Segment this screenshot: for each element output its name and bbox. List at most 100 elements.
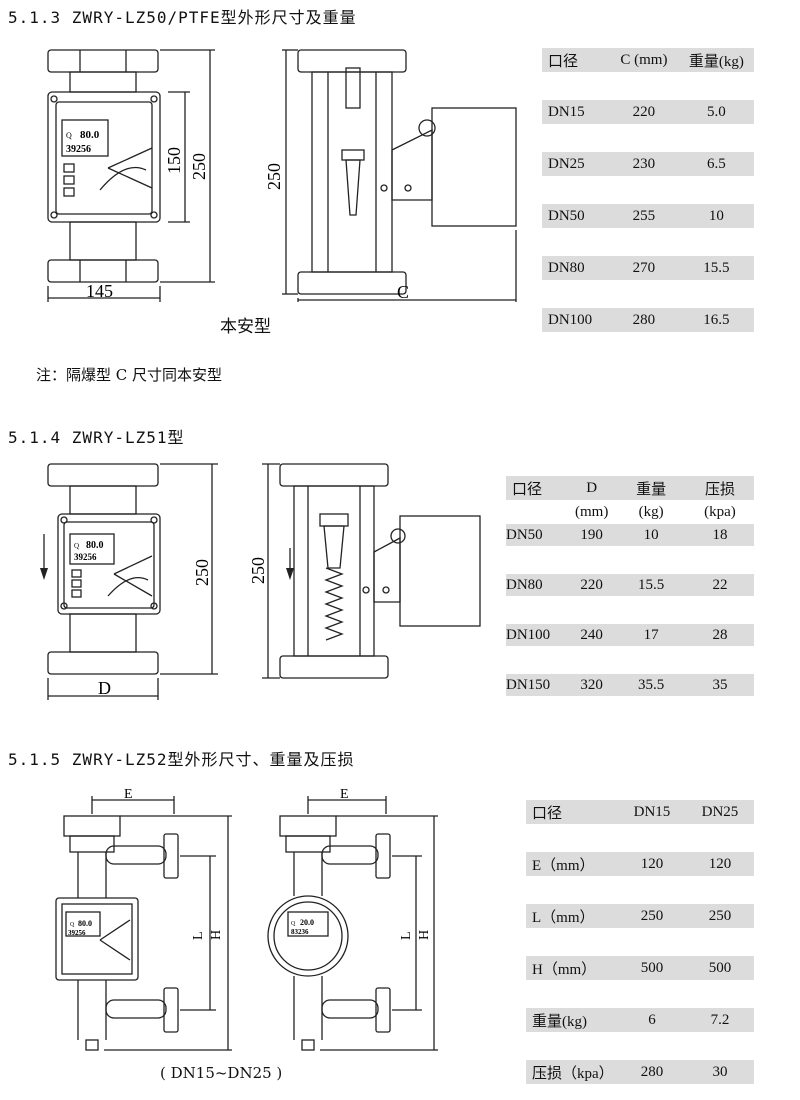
table-cell: 270 — [609, 256, 679, 280]
dim-side-height-label-2: 250 — [248, 557, 268, 584]
table-cell: 30 — [685, 1060, 754, 1084]
dim-c-label: C — [397, 282, 409, 302]
table-row: DN50 190 10 18 — [506, 524, 754, 546]
header-cell: 压损 — [685, 476, 754, 500]
table-cell: 35 — [685, 674, 754, 696]
lcd-bottom-value-4: 83236 — [291, 928, 309, 936]
section-heading-5-1-3: 5.1.3 ZWRY-LZ50/PTFE型外形尺寸及重量 — [8, 8, 357, 27]
table-cell: 压损（kpa） — [526, 1060, 618, 1084]
table-cell: 6 — [617, 1008, 686, 1032]
table-cell: 18 — [685, 524, 754, 546]
table-cell: 120 — [685, 852, 754, 876]
header-cell: 口径 — [542, 48, 609, 72]
table-cell: DN25 — [542, 152, 609, 176]
table-row: DN50 255 10 — [542, 204, 754, 228]
note-explosion-proof: 注：隔爆型 C 尺寸同本安型 — [36, 366, 223, 384]
table-cell: 5.0 — [678, 100, 754, 124]
spec-table-lz51: 口径 D 重量 压损 (mm) (kg) (kpa) DN50 190 10 1… — [506, 476, 754, 696]
table-row: 压损（kpa） 280 30 — [526, 1060, 754, 1084]
table-row: E（mm） 120 120 — [526, 852, 754, 876]
dim-l-label: L — [191, 931, 206, 940]
front-view-diagram-lz52-left: E Q 80.0 39256 L H — [55, 787, 232, 1051]
subheader-cell: (kpa) — [704, 503, 736, 520]
table-cell: 250 — [685, 904, 754, 928]
dim-d-label: D — [98, 678, 111, 698]
table-cell: 17 — [616, 624, 686, 646]
table-cell: 10 — [678, 204, 754, 228]
table-header-row: 口径 DN15 DN25 — [526, 800, 754, 824]
table-row: DN15 220 5.0 — [542, 100, 754, 124]
table-cell: 15.5 — [678, 256, 754, 280]
table-cell: 500 — [685, 956, 754, 980]
lcd-top-value-3: 80.0 — [78, 919, 92, 928]
header-cell: 口径 — [526, 800, 618, 824]
subheader-cell: (kg) — [638, 503, 664, 520]
table-cell: DN80 — [542, 256, 609, 280]
table-row: DN25 230 6.5 — [542, 152, 754, 176]
table-cell: 500 — [617, 956, 686, 980]
dim-h-label-2: H — [417, 930, 432, 940]
header-cell: 重量(kg) — [678, 48, 754, 72]
section-heading-5-1-4: 5.1.4 ZWRY-LZ51型 — [8, 428, 185, 447]
table-cell: H（mm） — [526, 956, 618, 980]
dim-l-label-2: L — [399, 931, 414, 940]
spec-table-lz50: 口径 C (mm) 重量(kg) DN15 220 5.0 DN25 230 6… — [542, 48, 754, 332]
table-row: DN100 240 17 28 — [506, 624, 754, 646]
front-view-diagram-lz52-right: E Q 20.0 83236 L H — [267, 787, 438, 1051]
table-cell: 10 — [616, 524, 686, 546]
header-cell: D — [567, 476, 617, 500]
table-cell: 重量(kg) — [526, 1008, 618, 1032]
lcd-q-label: Q — [66, 131, 72, 140]
table-row: DN80 220 15.5 22 — [506, 574, 754, 596]
table-cell: 22 — [685, 574, 754, 596]
spec-table-lz52: 口径 DN15 DN25 E（mm） 120 120 L（mm） 250 250… — [526, 800, 754, 1084]
table-cell: 120 — [617, 852, 686, 876]
header-cell: DN15 — [617, 800, 686, 824]
lcd-top-value-2: 80.0 — [86, 540, 104, 551]
lcd-top-value: 80.0 — [80, 129, 100, 141]
table-cell: E（mm） — [526, 852, 618, 876]
front-view-diagram-lz50: Q 80.0 39256 150 250 145 — [47, 49, 215, 302]
table-cell: 255 — [609, 204, 679, 228]
table-cell: 35.5 — [616, 674, 686, 696]
table-cell: DN50 — [542, 204, 609, 228]
table-row: DN80 270 15.5 — [542, 256, 754, 280]
table-cell: DN150 — [506, 674, 568, 696]
table-row: DN150 320 35.5 35 — [506, 674, 754, 696]
table-cell: DN80 — [506, 574, 568, 596]
lcd-top-value-4: 20.0 — [300, 918, 314, 927]
table-cell: DN50 — [506, 524, 568, 546]
dim-height-label-2: 250 — [192, 559, 212, 586]
table-cell: 320 — [567, 674, 617, 696]
table-header-row: 口径 D 重量 压损 — [506, 476, 754, 500]
subheader-cell: (mm) — [575, 503, 609, 520]
side-view-diagram-lz50: 250 C — [264, 49, 517, 302]
table-cell: L（mm） — [526, 904, 618, 928]
table-row: 重量(kg) 6 7.2 — [526, 1008, 754, 1032]
table-cell: 220 — [609, 100, 679, 124]
dim-e-label-2: E — [340, 787, 349, 802]
header-cell: DN25 — [685, 800, 754, 824]
dim-h-label: H — [209, 930, 224, 940]
table-cell: 15.5 — [616, 574, 686, 596]
lcd-q-label-2: Q — [74, 542, 79, 550]
section-heading-5-1-5: 5.1.5 ZWRY-LZ52型外形尺寸、重量及压损 — [8, 750, 355, 769]
dim-side-height-label: 250 — [264, 163, 284, 190]
side-view-diagram-lz51: 250 — [248, 463, 481, 679]
table-row: DN100 280 16.5 — [542, 308, 754, 332]
table-cell: 16.5 — [678, 308, 754, 332]
lcd-bottom-value-2: 39256 — [74, 552, 97, 562]
table-cell: DN100 — [542, 308, 609, 332]
header-cell: 重量 — [616, 476, 686, 500]
table-cell: 190 — [567, 524, 617, 546]
table-cell: 7.2 — [685, 1008, 754, 1032]
lcd-q-label-4: Q — [291, 921, 296, 927]
table-cell: 280 — [617, 1060, 686, 1084]
table-header-row: 口径 C (mm) 重量(kg) — [542, 48, 754, 72]
table-subheader-row: (mm) (kg) (kpa) — [506, 500, 754, 524]
table-cell: 250 — [617, 904, 686, 928]
header-cell: 口径 — [506, 476, 568, 500]
front-view-diagram-lz51: Q 80.0 39256 250 D — [40, 463, 218, 700]
table-cell: 6.5 — [678, 152, 754, 176]
dim-width-label: 145 — [86, 281, 113, 301]
